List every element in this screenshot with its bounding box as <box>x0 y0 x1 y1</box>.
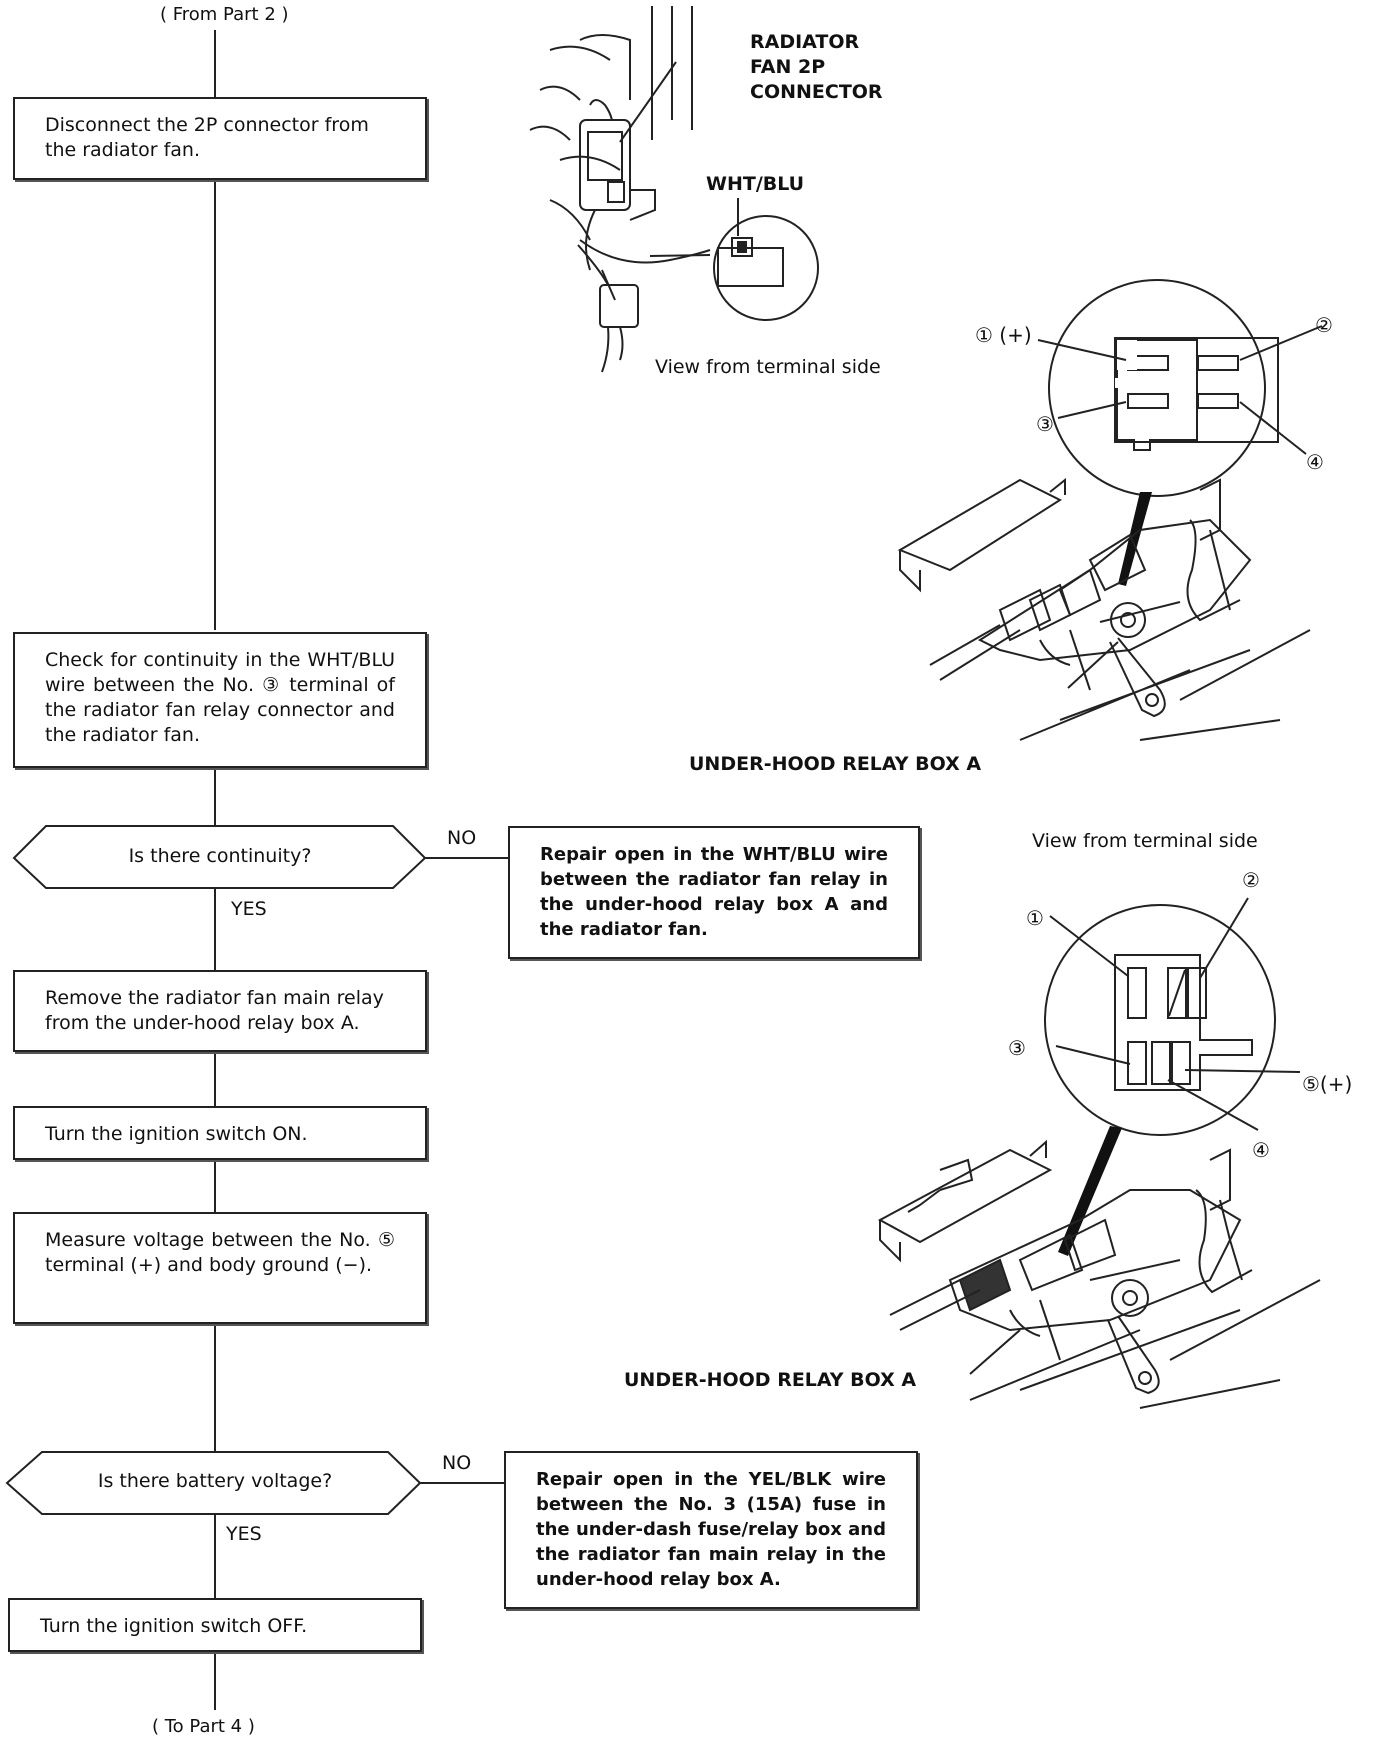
voltage-no-label: NO <box>442 1452 472 1474</box>
to-part-label: ( To Part 4 ) <box>152 1716 255 1737</box>
decision-continuity-shape <box>12 825 427 889</box>
relay2-terminal-1-label: ① <box>1026 906 1044 930</box>
relay2-view-from-terminal-label: View from terminal side <box>1032 830 1258 852</box>
decision-continuity-text: Is there continuity? <box>128 845 312 867</box>
continuity-no-label: NO <box>447 827 477 849</box>
step-measure-voltage: Measure voltage between the No. ⑤ termin… <box>13 1212 427 1324</box>
relay1-terminal-2-label: ② <box>1315 313 1333 337</box>
relay2-terminal-3-label: ③ <box>1008 1036 1026 1060</box>
step-disconnect: Disconnect the 2P connector from the rad… <box>13 97 427 180</box>
relay2-under-hood-relay-box-label: UNDER-HOOD RELAY BOX A <box>624 1369 917 1391</box>
relay1-terminal-3-label: ③ <box>1036 412 1054 436</box>
view-from-terminal-label-top: View from terminal side <box>655 356 881 378</box>
wht-blu-label: WHT/BLU <box>706 173 805 195</box>
continuity-yes-label: YES <box>231 898 267 920</box>
relay1-under-hood-relay-box-label: UNDER-HOOD RELAY BOX A <box>689 753 982 775</box>
step-remove-relay: Remove the radiator fan main relay from … <box>13 970 427 1052</box>
relay-box-illustration-2 <box>877 897 1321 1409</box>
repair-yel-blk: Repair open in the YEL/BLK wire between … <box>504 1451 918 1609</box>
relay2-terminal-5-label: ⑤(+) <box>1302 1072 1353 1096</box>
radiator-fan-connector-illustration <box>529 6 819 373</box>
step-check-continuity: Check for continuity in the WHT/BLU wire… <box>13 632 427 768</box>
repair-wht-blu: Repair open in the WHT/BLU wire between … <box>508 826 920 959</box>
decision-voltage-shape <box>5 1451 422 1515</box>
voltage-yes-label: YES <box>226 1523 262 1545</box>
relay1-terminal-1-label: ① (+) <box>975 323 1032 347</box>
relay1-terminal-4-label: ④ <box>1306 450 1324 474</box>
relay2-terminal-4-label: ④ <box>1252 1138 1270 1162</box>
relay-box-illustration-1 <box>897 279 1323 741</box>
relay2-terminal-2-label: ② <box>1242 868 1260 892</box>
decision-voltage-text: Is there battery voltage? <box>97 1470 333 1492</box>
radiator-fan-2p-connector-label: RADIATOR FAN 2P CONNECTOR <box>750 31 883 103</box>
step-ignition-off: Turn the ignition switch OFF. <box>8 1598 422 1652</box>
step-ignition-on: Turn the ignition switch ON. <box>13 1106 427 1160</box>
from-part-label: ( From Part 2 ) <box>160 4 289 25</box>
